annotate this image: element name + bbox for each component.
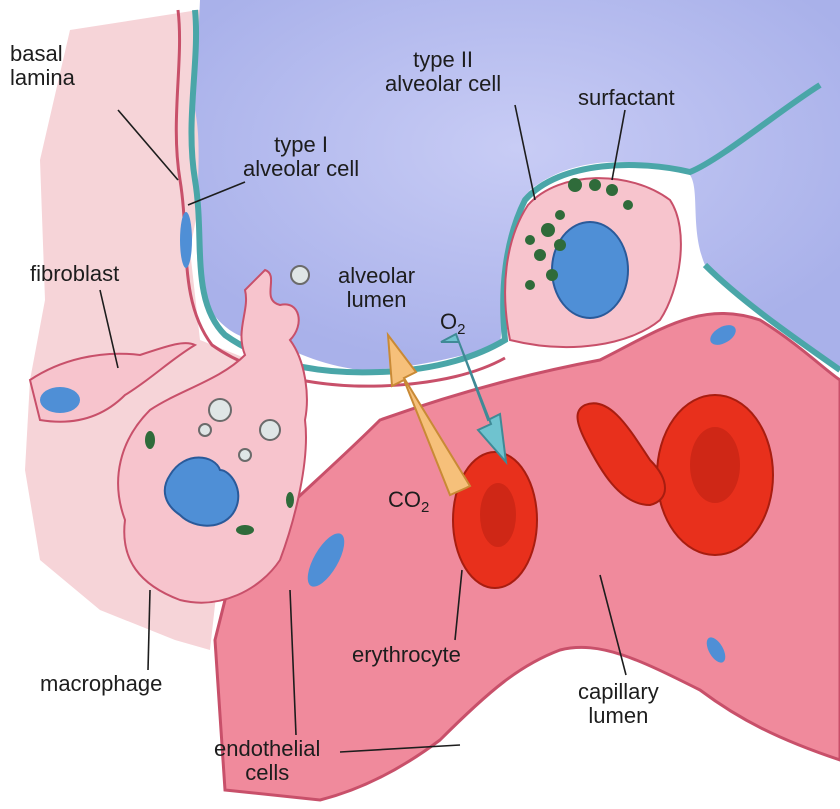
label-surfactant: surfactant: [578, 86, 675, 110]
label-alveolar-lumen: alveolar lumen: [338, 264, 415, 312]
erythrocyte-dimple: [480, 483, 516, 547]
label-basal-lamina: basal lamina: [10, 42, 75, 90]
fibroblast-nucleus: [40, 387, 80, 413]
label-erythrocyte: erythrocyte: [352, 643, 461, 667]
label-type-ii-alveolar-cell: type II alveolar cell: [385, 48, 501, 96]
label-type-i-alveolar-cell: type I alveolar cell: [243, 133, 359, 181]
label-endothelial-cells: endothelial cells: [214, 737, 320, 785]
label-fibroblast: fibroblast: [30, 262, 119, 286]
type-ii-nucleus: [552, 222, 628, 318]
label-capillary-lumen: capillary lumen: [578, 680, 659, 728]
label-o2: O2: [440, 310, 465, 342]
type-i-nucleus: [180, 212, 192, 268]
label-co2: CO2: [388, 488, 429, 520]
erythrocyte-dimple: [690, 427, 740, 503]
label-macrophage: macrophage: [40, 672, 162, 696]
